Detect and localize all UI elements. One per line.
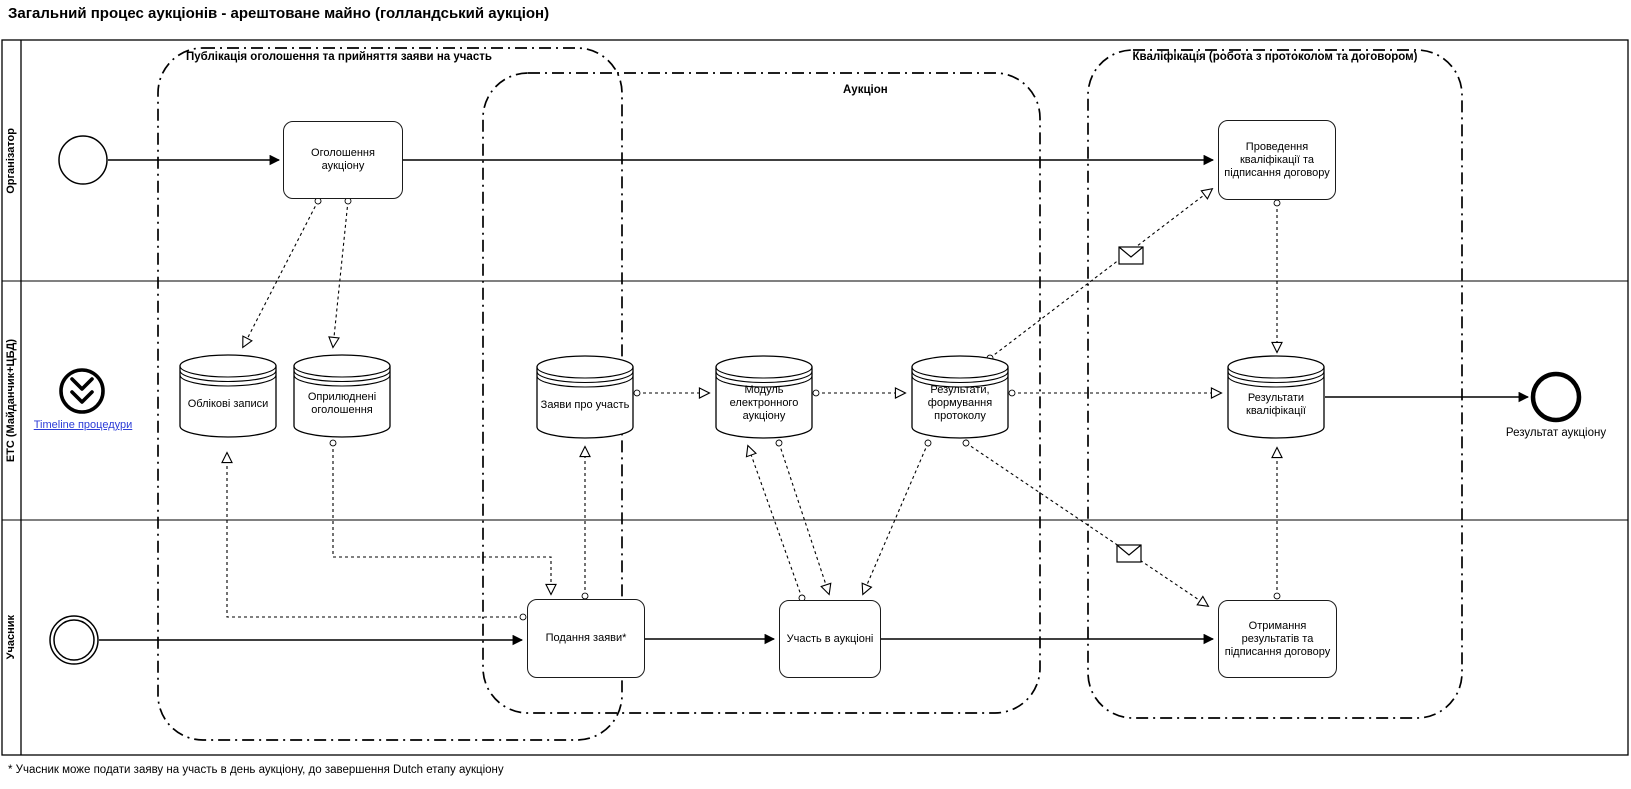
message-envelope-icon-upper	[1118, 246, 1144, 265]
assoc-results-to-receive	[966, 443, 1208, 606]
assoc-participate-to-module	[748, 446, 802, 598]
assoc-announce-to-accounts	[243, 201, 318, 347]
lane-label-etc: ЕТС (Майданчик+ЦБД)	[5, 338, 17, 463]
datastore-applications	[536, 355, 634, 439]
group-title-publication: Публікація оголошення та прийняття заяви…	[186, 51, 492, 63]
pool-border	[1, 39, 1629, 756]
datastore-qual-results	[1227, 355, 1325, 439]
assoc-module-to-participate	[779, 443, 829, 594]
assoc-results-to-participate	[863, 443, 928, 594]
task-announce: Оголошення аукціону	[283, 121, 403, 199]
assoc-results-to-qualify	[990, 189, 1212, 358]
lane-label-participant: Учасник	[5, 615, 17, 660]
group-title-qualification: Кваліфікація (робота з протоколом та дог…	[1132, 51, 1418, 63]
start-event-participant	[49, 615, 99, 665]
task-qualify: Проведення кваліфікації та підписання до…	[1218, 120, 1336, 200]
footnote: * Учасник може подати заяву на участь в …	[8, 764, 504, 776]
page-title: Загальний процес аукціонів - арештоване …	[8, 5, 550, 22]
assoc-published-to-submit	[333, 443, 551, 594]
assoc-announce-to-published	[333, 201, 348, 347]
assoc-submit-to-accounts	[227, 453, 523, 617]
group-box-qualification	[1087, 49, 1463, 719]
datastore-module	[715, 355, 813, 439]
timeline-procedures-link[interactable]: Timeline процедури	[33, 419, 133, 431]
end-event-label: Результат аукціону	[1505, 427, 1607, 439]
start-event-organizer	[58, 135, 108, 185]
timeline-icon	[59, 368, 105, 414]
group-title-auction: Аукціон	[843, 84, 888, 96]
task-participate: Участь в аукціоні	[779, 600, 881, 678]
datastore-accounts	[179, 354, 277, 438]
message-envelope-icon-lower	[1116, 544, 1142, 563]
datastore-results	[911, 355, 1009, 439]
end-event-auction-result	[1530, 371, 1582, 423]
task-receive: Отримання результатів та підписання дого…	[1218, 600, 1337, 678]
task-submit: Подання заяви*	[527, 599, 645, 678]
datastore-published	[293, 354, 391, 438]
lane-label-organizer: Організатор	[5, 127, 17, 194]
group-box-auction	[482, 72, 1041, 714]
